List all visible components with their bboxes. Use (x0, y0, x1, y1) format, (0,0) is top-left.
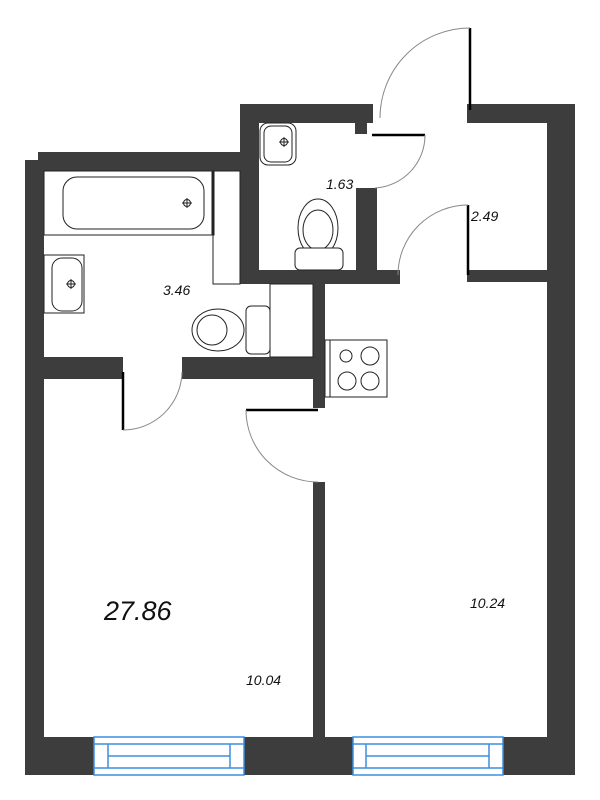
total-area-label: 27.86 (104, 596, 172, 626)
bathroom-toilet-icon (191, 283, 314, 358)
kitchen-area-label: 10.24 (470, 595, 506, 611)
bathtub-icon (43, 170, 215, 236)
hallway-area-label: 2.49 (471, 208, 499, 224)
hallway-door (397, 204, 470, 276)
kitchen-door (245, 408, 319, 483)
stove-icon (324, 339, 388, 398)
toilet-icon (294, 198, 344, 271)
entrance-door (379, 27, 472, 119)
bathroom-partition (212, 170, 241, 285)
window-right (352, 736, 504, 776)
bathroom-sink-icon (43, 254, 85, 314)
living-room-area-label: 10.04 (246, 672, 282, 688)
walls (25, 104, 575, 775)
window-left (93, 736, 245, 776)
toilet-sink-icon (259, 122, 297, 166)
toilet-area-label: 1.63 (326, 176, 354, 192)
toilet-door (372, 133, 426, 189)
bathroom-area-label: 3.46 (163, 282, 191, 298)
bathroom-door (121, 371, 183, 431)
